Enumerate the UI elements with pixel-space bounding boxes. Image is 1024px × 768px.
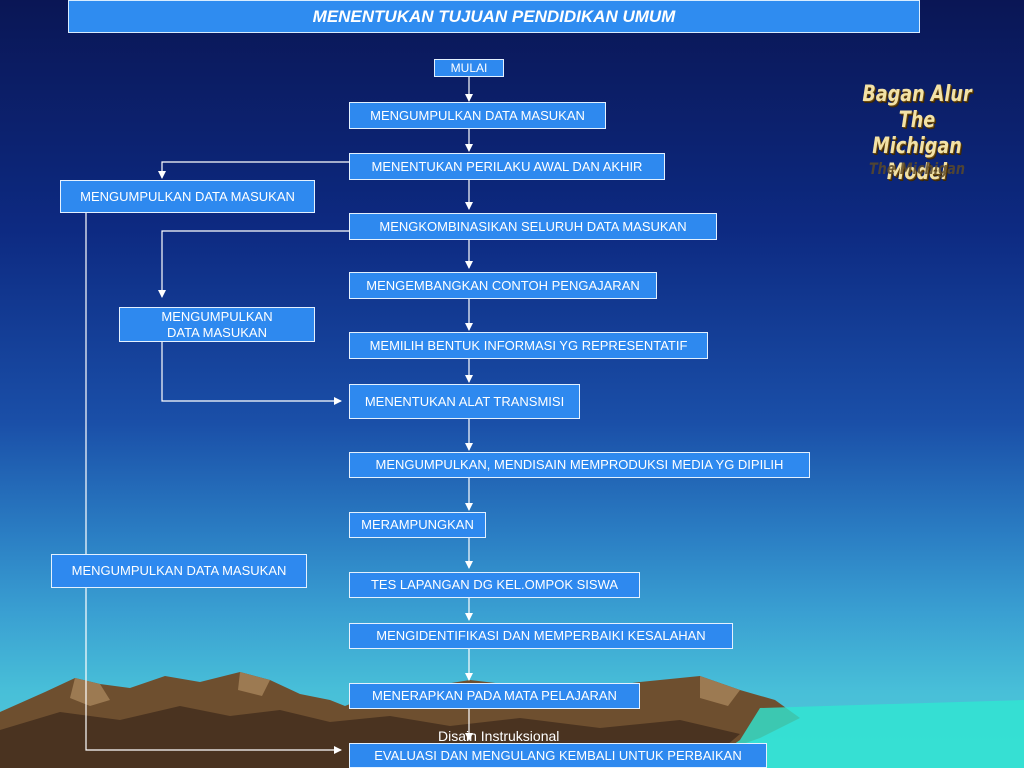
mountain-highlight-3 [700, 676, 740, 706]
branch-to-middle-side [158, 230, 349, 298]
middle-side-to-transmisi [161, 342, 342, 405]
side-heading-shadow: The Michigan [868, 159, 966, 178]
footer-caption: Disain Instruksional [438, 728, 560, 744]
side-step-collect-middle: MENGUMPULKAN DATA MASUKAN [119, 307, 315, 342]
side-left-to-evaluasi [85, 213, 342, 754]
step-determine-behavior: MENENTUKAN PERILAKU AWAL DAN AKHIR [349, 153, 665, 180]
step-collect-input: MENGUMPULKAN DATA MASUKAN [349, 102, 606, 129]
step-fix-errors: MENGIDENTIFIKASI DAN MEMPERBAIKI KESALAH… [349, 623, 733, 649]
mountain-highlight-2 [238, 672, 270, 696]
side-heading-line-2: The Michigan [872, 108, 962, 159]
side-heading-line-1: Bagan Alur [862, 82, 972, 107]
side-step-collect-bottom: MENGUMPULKAN DATA MASUKAN [51, 554, 307, 588]
page-title: MENENTUKAN TUJUAN PENDIDIKAN UMUM [68, 0, 920, 33]
side-step-collect-top: MENGUMPULKAN DATA MASUKAN [60, 180, 315, 213]
step-produce-media: MENGUMPULKAN, MENDISAIN MEMPRODUKSI MEDI… [349, 452, 810, 478]
step-choose-format: MEMILIH BENTUK INFORMASI YG REPRESENTATI… [349, 332, 708, 359]
step-evaluate: EVALUASI DAN MENGULANG KEMBALI UNTUK PER… [349, 743, 767, 768]
side-step-middle-line-1: MENGUMPULKAN [161, 308, 273, 324]
shore-water [700, 700, 1024, 768]
mountain-highlight [70, 678, 110, 706]
step-start: MULAI [434, 59, 504, 77]
side-heading: Bagan Alur The Michigan The Michigan Mod… [857, 82, 977, 186]
step-combine-input: MENGKOMBINASIKAN SELURUH DATA MASUKAN [349, 213, 717, 240]
branch-to-top-side [158, 161, 349, 179]
step-develop-examples: MENGEMBANGKAN CONTOH PENGAJARAN [349, 272, 657, 299]
step-field-test: TES LAPANGAN DG KEL.OMPOK SISWA [349, 572, 640, 598]
side-step-middle-line-2: DATA MASUKAN [167, 324, 267, 340]
step-transmission: MENENTUKAN ALAT TRANSMISI [349, 384, 580, 419]
side-heading-line-3: Model [886, 160, 948, 185]
step-finalize: MERAMPUNGKAN [349, 512, 486, 538]
step-apply: MENERAPKAN PADA MATA PELAJARAN [349, 683, 640, 709]
